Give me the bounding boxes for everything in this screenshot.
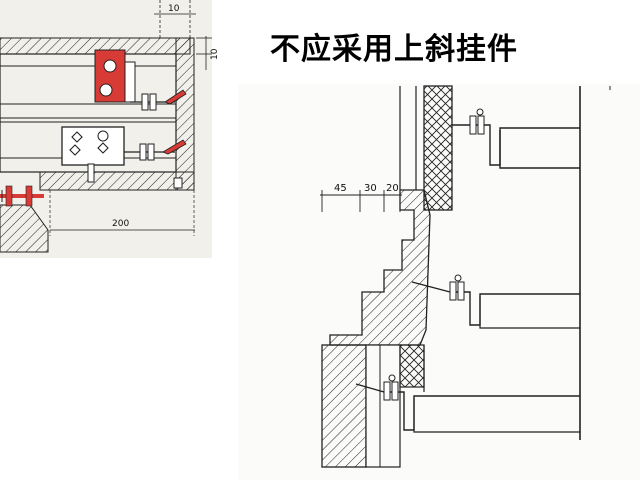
bottom-left-section	[0, 204, 49, 253]
right-wall-section	[175, 37, 195, 191]
dim-20-label: 20	[386, 183, 399, 194]
hanger-lower	[355, 374, 580, 433]
bolt-icon	[97, 130, 109, 142]
lower-anchor	[124, 139, 187, 161]
bolt-icon	[103, 59, 117, 73]
right-section-detail: 45 30 20	[320, 85, 611, 468]
dim-45-label: 45	[334, 183, 347, 194]
red-hook	[162, 139, 187, 155]
lower-insulation	[399, 344, 425, 388]
insulation-panel	[423, 85, 453, 211]
hanger-upper	[452, 108, 580, 169]
hanger-middle	[411, 274, 580, 329]
left-plan-detail: 10 10	[0, 0, 220, 253]
bracket-plate	[124, 61, 136, 103]
bottom-wall-section	[39, 171, 195, 191]
upper-anchor	[130, 89, 187, 111]
bolt-icon	[99, 83, 113, 97]
dim-top-label: 10	[168, 4, 180, 14]
dim-bottom-label: 200	[112, 219, 129, 229]
page-title: 不应采用上斜挂件	[270, 32, 518, 67]
lower-wall-section	[321, 344, 367, 468]
lower-bracket-box	[61, 126, 125, 166]
stepped-wall-section	[329, 189, 431, 346]
red-hook	[164, 89, 187, 105]
dim-30-label: 30	[364, 183, 377, 194]
dim-side-label: 10	[210, 48, 220, 60]
red-pipe-fitting	[0, 185, 44, 207]
